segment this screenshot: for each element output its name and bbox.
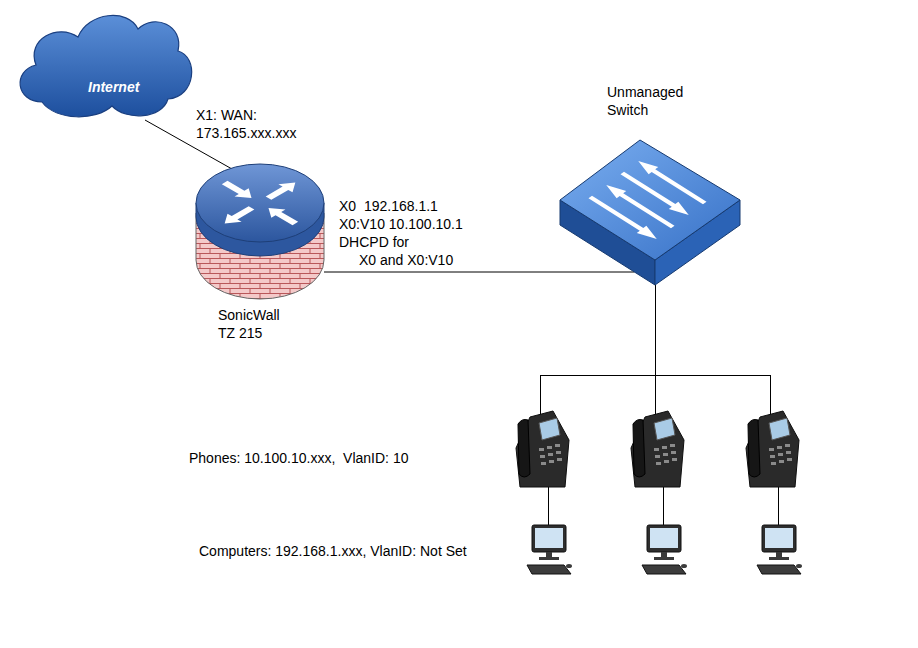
computer-icon <box>527 525 572 574</box>
lan-ip-address: X0 192.168.1.1 <box>338 197 439 215</box>
ip-phone <box>631 411 684 487</box>
network-switch: Unmanaged Switch <box>558 138 742 288</box>
internet-cloud-outline <box>12 5 190 122</box>
wan-ip-address: 173.165.xxx.xxx <box>195 124 297 142</box>
dhcp-note: X0 and X0:V10 <box>358 251 454 269</box>
ip-phone <box>746 411 799 487</box>
internet-cloud: Internet <box>12 5 190 122</box>
vlan-ip-address: X0:V10 10.100.10.1 <box>338 215 464 233</box>
firewall-router-outline <box>195 163 325 301</box>
cloud-label: Internet <box>88 78 139 96</box>
firewall-router: SonicWall TZ 215 <box>195 163 325 301</box>
wan-port-label: X1: WAN: <box>195 106 258 124</box>
device-name: Unmanaged Switch <box>607 83 699 119</box>
dhcp-note: DHCPD for <box>338 233 410 251</box>
network-switch-outline <box>558 138 742 288</box>
computers-note: Computers: 192.168.1.xxx, VlanID: Not Se… <box>198 542 468 560</box>
lan-wires <box>541 285 779 527</box>
computer-icon <box>757 525 802 574</box>
network-cable <box>324 272 634 273</box>
ip-phone <box>516 411 569 487</box>
phones-note: Phones: 10.100.10.xxx, VlanID: 10 <box>188 449 409 467</box>
device-name: SonicWall TZ 215 <box>218 306 296 342</box>
computer-icon <box>642 525 687 574</box>
